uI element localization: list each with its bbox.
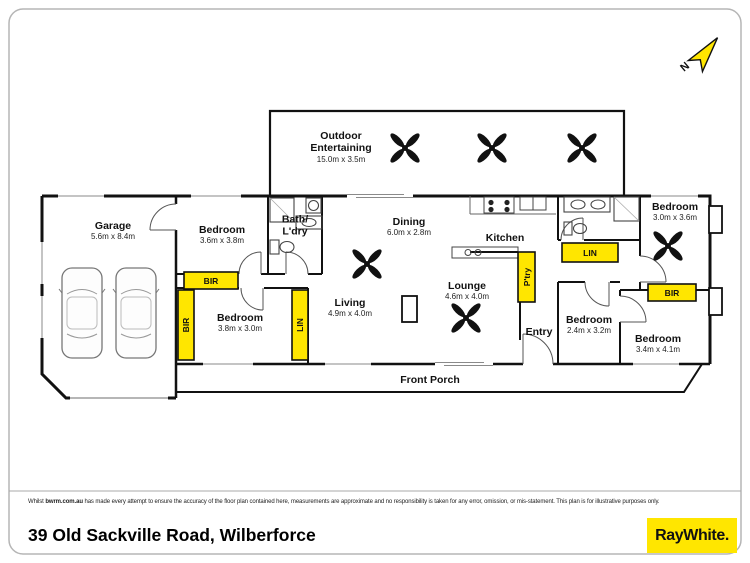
ceiling-fan-icon bbox=[350, 247, 384, 281]
north-label: N bbox=[678, 60, 692, 74]
north-arrow-icon: N bbox=[678, 37, 719, 74]
page-border bbox=[8, 8, 742, 555]
door-swings bbox=[149, 203, 667, 365]
car-icon bbox=[58, 267, 106, 359]
windows bbox=[41, 194, 698, 399]
ensuite-fixtures bbox=[563, 196, 640, 236]
disclaimer-text: Whilst bwrm.com.au has made every attemp… bbox=[28, 499, 660, 505]
ceiling-fan-icon bbox=[449, 301, 483, 335]
fireplace bbox=[401, 295, 418, 323]
car-icon bbox=[112, 267, 160, 359]
raywhite-logo-text: RayWhite. bbox=[655, 526, 729, 544]
kitchen-fixtures bbox=[451, 196, 556, 259]
bay-windows bbox=[708, 205, 723, 316]
raywhite-logo: RayWhite. bbox=[647, 518, 737, 553]
ceiling-fan-icon bbox=[565, 131, 599, 165]
bath-fixtures bbox=[269, 197, 323, 255]
ceiling-fan-icon bbox=[651, 229, 685, 263]
ceiling-fan-icon bbox=[475, 131, 509, 165]
ceiling-fan-icon bbox=[388, 131, 422, 165]
storage-boxes bbox=[177, 242, 697, 361]
property-address: 39 Old Sackville Road, Wilberforce bbox=[28, 525, 316, 545]
